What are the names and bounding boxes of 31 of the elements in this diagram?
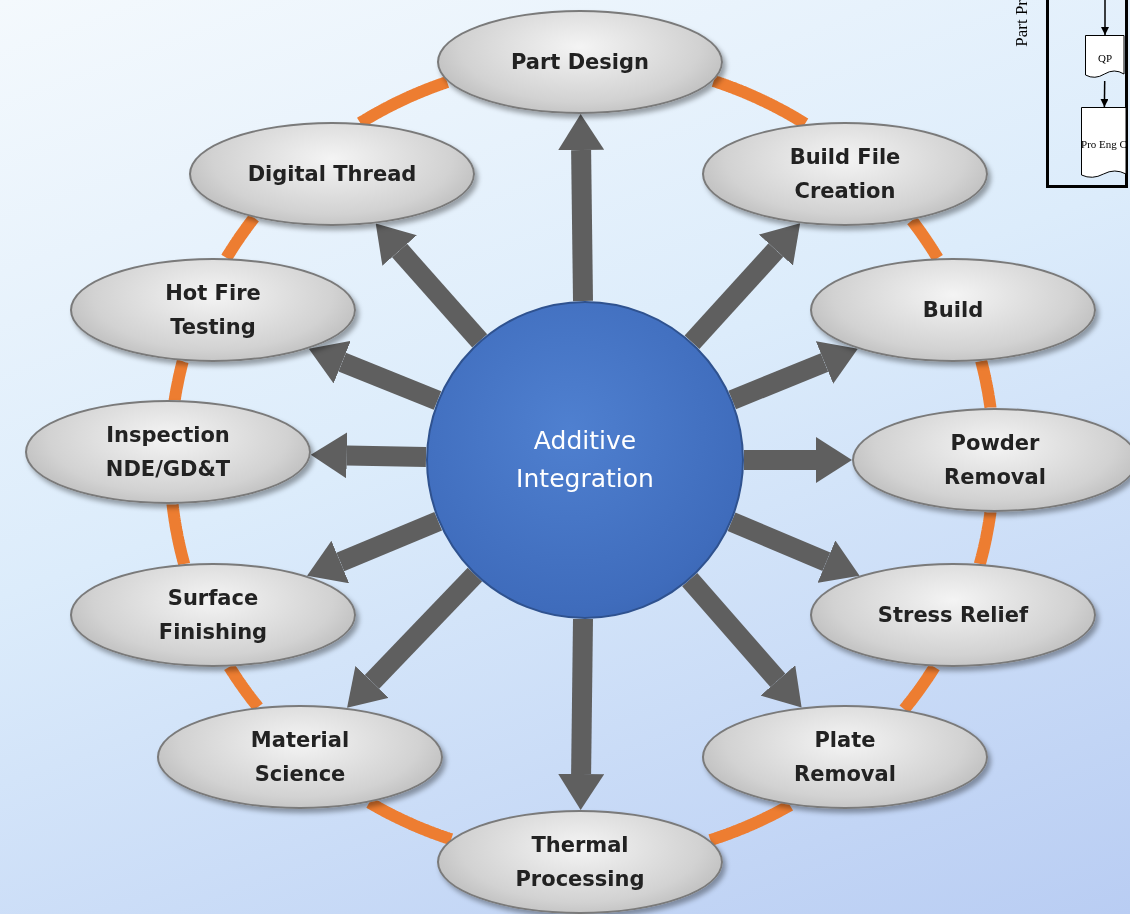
step-label: Build (922, 297, 984, 324)
arrow (1101, 0, 1109, 36)
step-label: Part Design (510, 49, 650, 76)
step-label: Digital Thread (247, 161, 417, 188)
step-label: Inspection NDE/GD&T (104, 422, 232, 483)
block-arrow (727, 512, 860, 583)
block-arrow (558, 114, 605, 302)
block-arrow (682, 573, 802, 708)
step-label: Hot Fire Testing (164, 280, 262, 341)
block-arrow (728, 341, 858, 410)
step-label: Material Science (249, 727, 351, 788)
block-arrow (744, 437, 852, 483)
step-label: Plate Removal (793, 727, 897, 788)
side-label: Part Pr (1012, 0, 1032, 47)
step-label: Stress Relief (877, 602, 1029, 629)
step-label: Surface Finishing (157, 585, 269, 646)
block-arrow (308, 340, 442, 410)
document-label: Pro Eng C (1081, 137, 1127, 151)
arrow (1100, 80, 1109, 108)
block-arrow (558, 618, 605, 810)
step-label: Thermal Processing (514, 832, 646, 893)
block-arrow (684, 223, 801, 350)
step-label: Powder Removal (943, 430, 1047, 491)
block-arrow (375, 223, 488, 348)
frame-box (1046, 0, 1128, 188)
block-arrow (307, 511, 443, 584)
block-arrow (347, 567, 483, 708)
document-label: QP (1097, 51, 1113, 65)
step-label: Build File Creation (788, 144, 902, 205)
block-arrow (310, 432, 427, 479)
hub-label: Additive Integration (515, 425, 655, 495)
